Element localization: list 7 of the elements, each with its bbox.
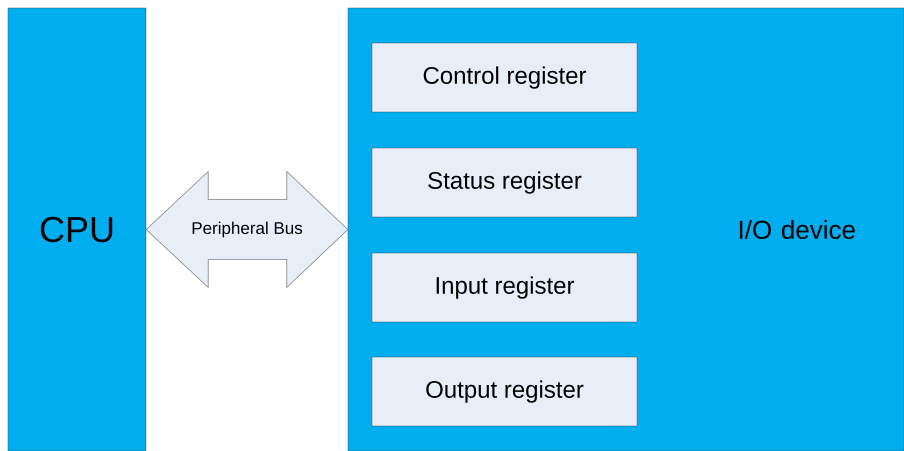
register-box: Output register — [372, 356, 638, 426]
edge-label: Peripheral Bus — [192, 222, 302, 238]
register-box: Control register — [372, 42, 638, 112]
register-box: Input register — [372, 252, 638, 322]
double-arrow — [146, 170, 348, 288]
cpu-block: CPU — [8, 8, 146, 451]
register-box: Status register — [372, 148, 638, 218]
